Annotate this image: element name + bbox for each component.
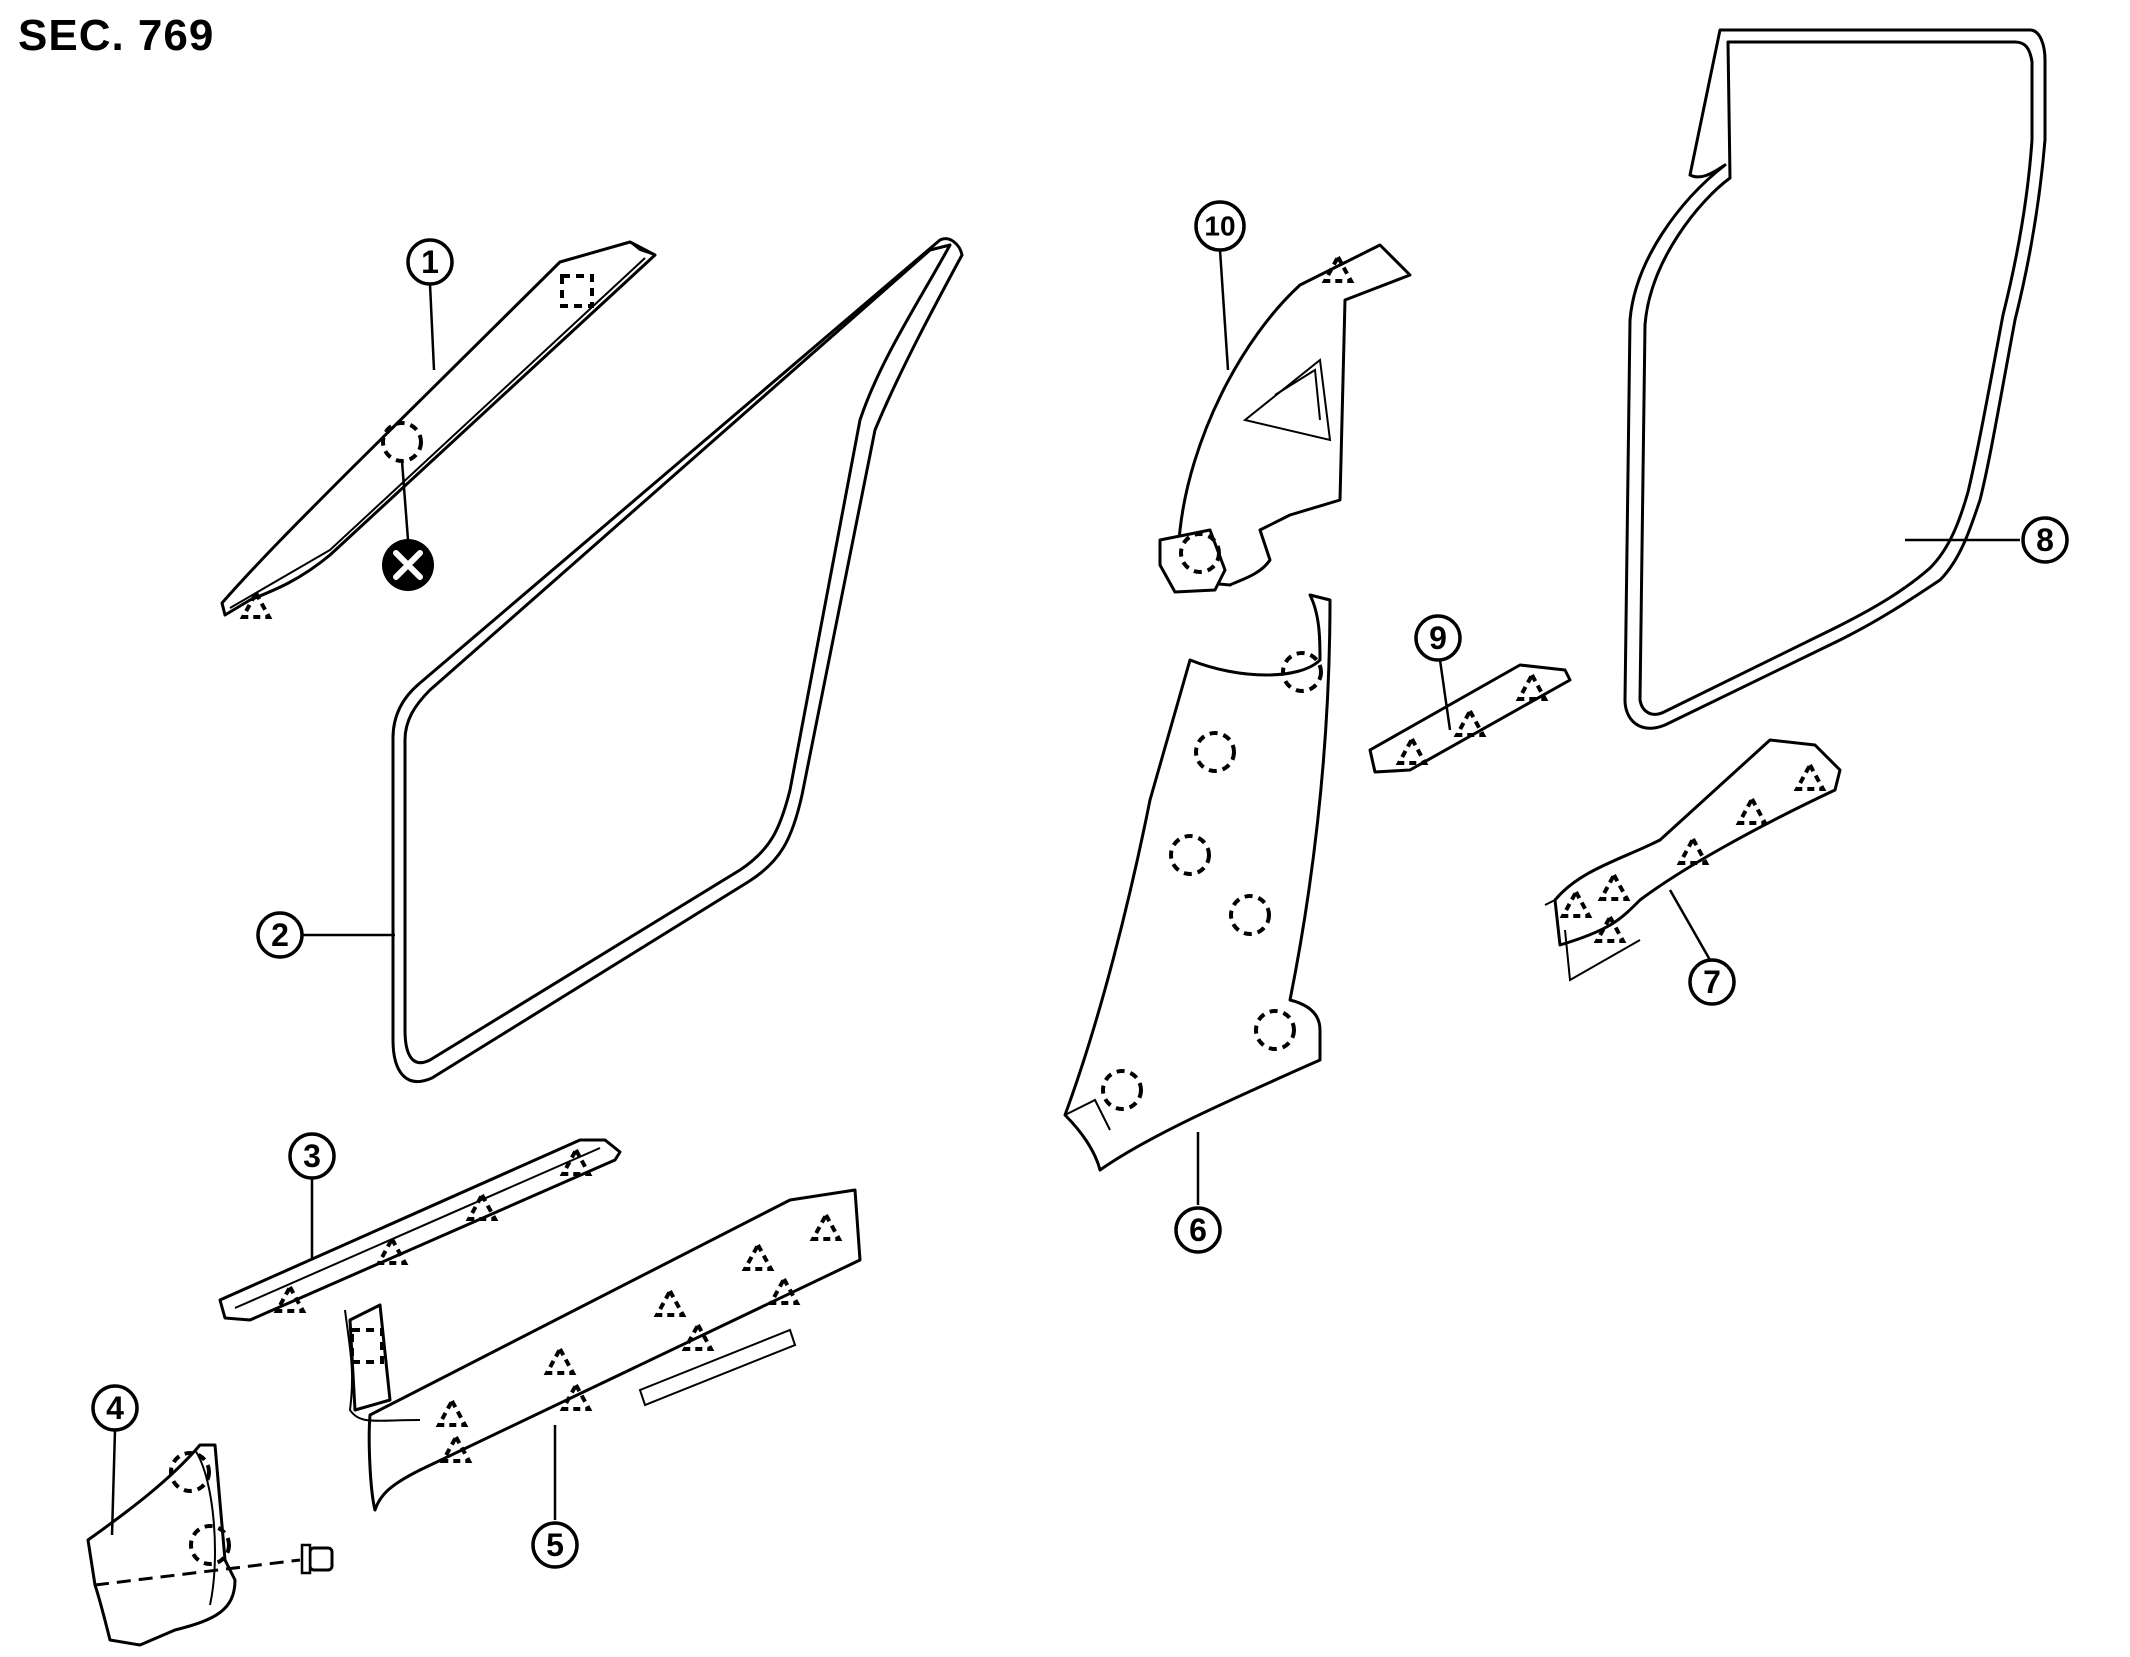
svg-text:6: 6 [1189,1212,1207,1248]
svg-text:2: 2 [271,917,289,953]
part-7-rear-kicking-plate [1544,738,1842,982]
svg-text:1: 1 [421,244,439,280]
callout-9: 9 [1414,614,1462,662]
callout-6: 6 [1174,1206,1222,1254]
part-3-front-kicking-plate [218,1138,622,1322]
part-8-rear-door-weatherstrip [1623,28,2047,730]
callout-4: 4 [91,1384,139,1432]
section-label: SEC. 769 [18,11,215,60]
clip-fastener-icon [300,1543,334,1575]
svg-text:4: 4 [106,1390,124,1426]
part-5-dash-side-finisher [344,1188,862,1520]
x-circle-icon [382,539,434,591]
callout-8: 8 [2021,516,2069,564]
callout-3: 3 [288,1132,336,1180]
part-6-center-pillar-lower-garnish [1063,593,1332,1205]
callout-2: 2 [256,911,395,959]
svg-text:3: 3 [303,1138,321,1174]
callout-10: 10 [1194,200,1246,252]
square-clip-symbol [350,1328,384,1364]
callout-7: 7 [1688,958,1736,1006]
part-1-front-pillar-garnish [220,240,657,619]
svg-text:7: 7 [1703,964,1721,1000]
part-2-front-door-weatherstrip [391,237,964,1084]
square-clip-symbol [560,274,594,308]
svg-text:5: 5 [546,1527,564,1563]
part-10-center-pillar-upper-garnish [1158,243,1412,594]
callout-5: 5 [531,1521,579,1569]
part-4-dash-side-finisher [86,1429,334,1647]
svg-text:9: 9 [1429,620,1447,656]
svg-text:8: 8 [2036,522,2054,558]
callout-1: 1 [406,238,454,371]
svg-text:10: 10 [1204,211,1235,242]
part-9-trim-strip [1368,659,1572,774]
